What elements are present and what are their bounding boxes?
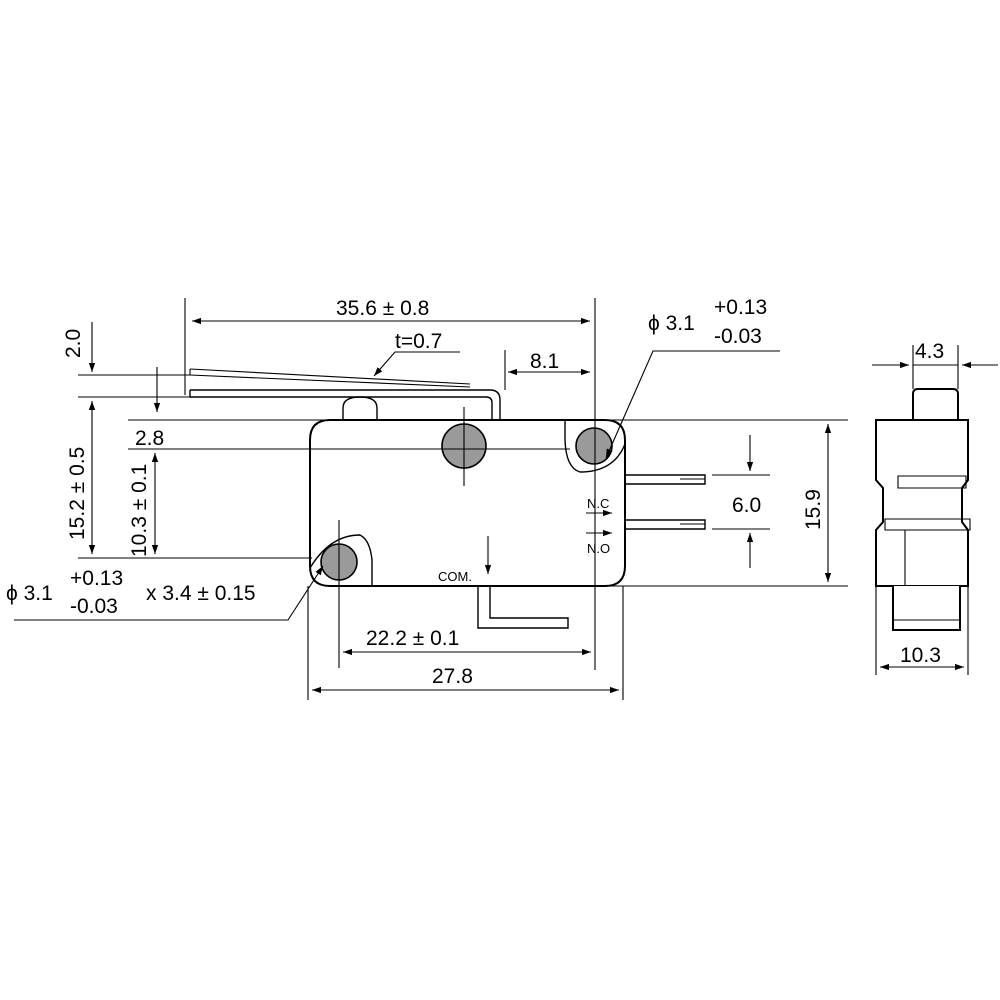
switch-body — [309, 419, 626, 587]
side-bottom — [892, 586, 961, 631]
side-body — [875, 419, 969, 587]
dim-mount-hole-bottom-tol-plus: +0.13 — [70, 567, 123, 590]
front-view: N.C N.O COM. 35.6 ± 0.8 t=0.7 8.1 2. — [6, 296, 848, 700]
lever — [189, 368, 501, 420]
dim-side-width-top: 4.3 — [915, 340, 944, 363]
dim-height-lever: 15.2 ± 0.5 — [66, 447, 89, 540]
side-plunger — [912, 388, 959, 420]
label-nc: N.C — [587, 496, 609, 511]
mount-boss-bottom — [309, 534, 373, 586]
dim-overall-length: 35.6 ± 0.8 — [336, 297, 429, 320]
dim-mount-hole-top: ϕ 3.1 — [648, 312, 695, 335]
dim-top-margin: 2.8 — [135, 427, 164, 450]
terminal-com — [477, 586, 569, 629]
dim-lever-thickness: t=0.7 — [395, 330, 442, 353]
mount-boss-top — [564, 420, 626, 473]
dim-mount-hole-top-tol-plus: +0.13 — [714, 296, 767, 319]
label-com: COM. — [438, 569, 472, 584]
dim-mount-hole-bottom: ϕ 3.1 — [6, 582, 53, 605]
dim-side-width: 10.3 — [900, 644, 941, 667]
plunger — [342, 396, 378, 420]
dim-terminal-pitch: 6.0 — [732, 494, 761, 517]
dim-body-height: 15.9 — [802, 489, 825, 530]
dim-height-hole: 10.3 ± 0.1 — [128, 464, 151, 557]
dim-hole-spacing: 22.2 ± 0.1 — [366, 627, 459, 650]
dim-lever-offset: 2.0 — [62, 329, 85, 358]
mount-hole-top — [575, 427, 613, 465]
dim-mount-hole-bottom-slot: x 3.4 ± 0.15 — [146, 582, 256, 605]
label-no: N.O — [587, 541, 610, 556]
dim-body-length: 27.8 — [432, 665, 473, 688]
dim-mount-hole-bottom-tol-minus: -0.03 — [70, 595, 118, 618]
dim-mount-hole-top-tol-minus: -0.03 — [714, 325, 762, 348]
dim-tip-offset: 8.1 — [530, 350, 559, 373]
side-view: 4.3 10.3 — [872, 340, 998, 675]
